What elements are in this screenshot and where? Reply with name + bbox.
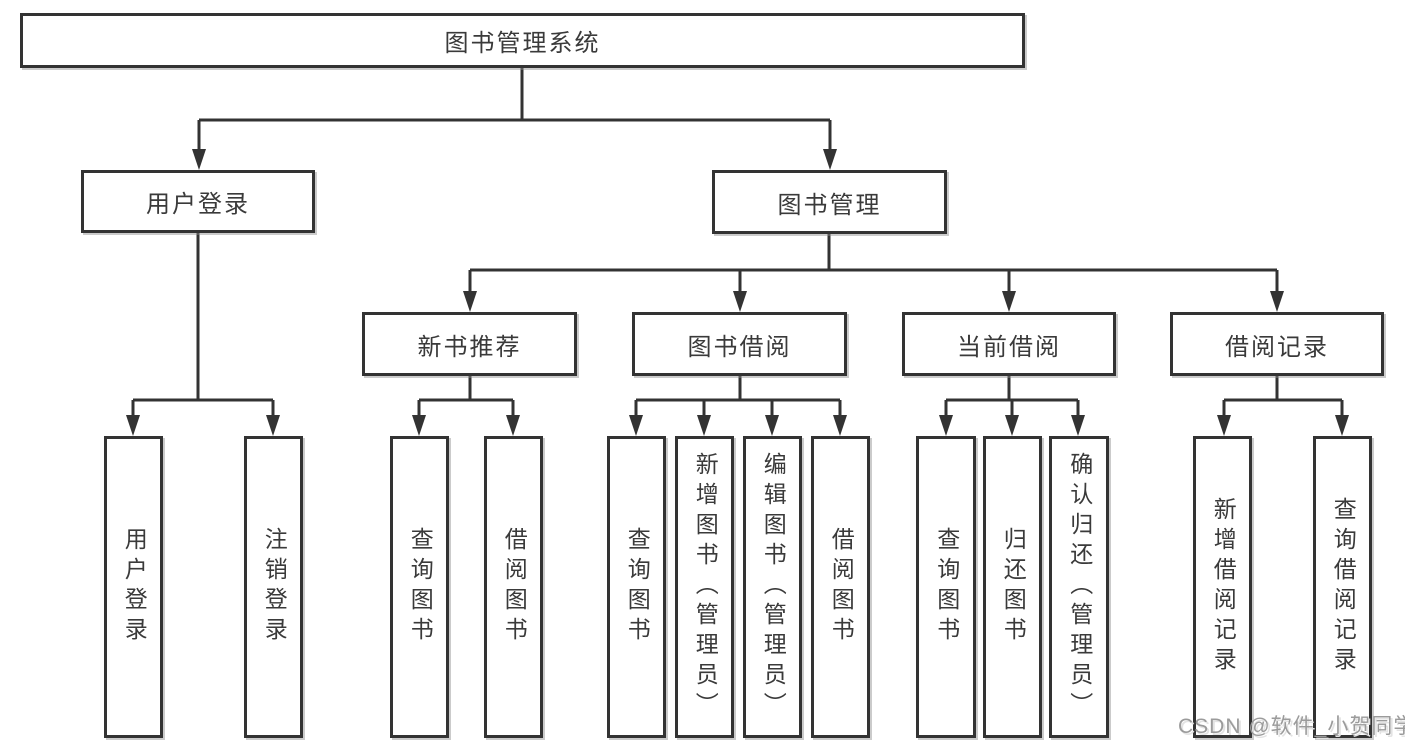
leaf-query-books-current: 查询图书 bbox=[916, 436, 976, 738]
node-label: 借阅记录 bbox=[1225, 333, 1329, 361]
leaf-label: 借阅图书 bbox=[828, 527, 855, 647]
node-label: 图书管理系统 bbox=[444, 30, 601, 57]
node-label: 当前借阅 bbox=[957, 333, 1061, 361]
node-borrowing-records: 借阅记录 bbox=[1170, 312, 1384, 376]
leaf-label: 确认归还（管理员） bbox=[1066, 452, 1093, 722]
leaf-label: 查询图书 bbox=[407, 527, 434, 647]
node-new-book-recommendation: 新书推荐 bbox=[362, 312, 577, 376]
node-label: 新书推荐 bbox=[417, 333, 522, 361]
node-label: 用户登录 bbox=[146, 191, 250, 218]
leaf-return-books: 归还图书 bbox=[983, 436, 1042, 738]
leaf-label: 查询图书 bbox=[624, 527, 651, 647]
leaf-label: 新增借阅记录 bbox=[1210, 497, 1237, 677]
leaf-label: 归还图书 bbox=[1000, 527, 1027, 647]
leaf-query-books-recommend: 查询图书 bbox=[390, 436, 449, 738]
leaf-label: 新增图书（管理员） bbox=[692, 452, 719, 722]
leaf-label: 借阅图书 bbox=[501, 527, 528, 647]
node-book-management: 图书管理 bbox=[712, 170, 947, 234]
leaf-label: 注销登录 bbox=[261, 527, 288, 647]
leaf-edit-books-admin: 编辑图书（管理员） bbox=[743, 436, 802, 738]
leaf-confirm-return-admin: 确认归还（管理员） bbox=[1049, 436, 1109, 738]
leaf-query-books-borrowing: 查询图书 bbox=[607, 436, 666, 738]
leaf-add-books-admin: 新增图书（管理员） bbox=[675, 436, 734, 738]
leaf-user-login: 用户登录 bbox=[104, 436, 163, 738]
leaf-borrow-books-borrowing: 借阅图书 bbox=[811, 436, 870, 738]
leaf-query-borrow-record: 查询借阅记录 bbox=[1313, 436, 1372, 738]
node-label: 图书管理 bbox=[777, 191, 882, 219]
leaf-label: 查询借阅记录 bbox=[1330, 497, 1357, 677]
node-label: 图书借阅 bbox=[687, 333, 792, 361]
leaf-borrow-books-recommend: 借阅图书 bbox=[484, 436, 543, 738]
leaf-label: 编辑图书（管理员） bbox=[760, 452, 787, 722]
node-book-borrowing: 图书借阅 bbox=[632, 312, 847, 376]
node-library-management-system: 图书管理系统 bbox=[20, 13, 1025, 68]
leaf-label: 查询图书 bbox=[933, 527, 960, 647]
leaf-label: 用户登录 bbox=[121, 527, 148, 647]
csdn-watermark: CSDN @软件_小贺同学 bbox=[1178, 715, 1405, 738]
node-user-login: 用户登录 bbox=[81, 170, 315, 233]
leaf-logout: 注销登录 bbox=[244, 436, 303, 738]
leaf-add-borrow-record: 新增借阅记录 bbox=[1193, 436, 1252, 738]
node-current-borrowing: 当前借阅 bbox=[902, 312, 1116, 376]
